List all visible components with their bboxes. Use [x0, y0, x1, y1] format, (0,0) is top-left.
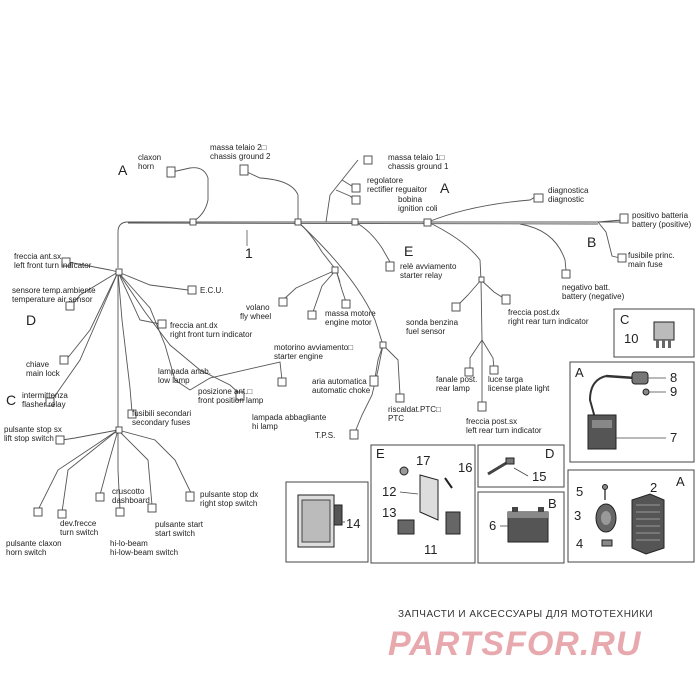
panel-a-horn-regulator: A 5 2 3 4	[567, 469, 695, 563]
harness-wires	[37, 159, 623, 513]
part-number-11: 11	[424, 542, 438, 557]
label-ptc-heater: riscaldat.PTC□PTC	[388, 405, 441, 423]
label-low-lamp: lampada anab.low lamp	[158, 367, 211, 385]
label-front-position: posizione ant.□front position lamp	[198, 387, 264, 405]
part-number-12: 12	[382, 484, 396, 499]
part-number-5: 5	[576, 484, 583, 499]
part-number-10: 10	[624, 331, 638, 346]
relay-icon	[653, 321, 675, 348]
label-battery-negative: negativo batt.battery (negative)	[562, 283, 625, 301]
label-main-fuse: fusibile princ.main fuse	[628, 251, 675, 269]
panel-a-ignition-coil: A 8 9 7	[569, 361, 695, 463]
zone-letter-d: D	[26, 312, 36, 328]
panel-ecu-box: 14	[285, 481, 369, 563]
part-number-7: 7	[670, 430, 677, 445]
label-rear-lamp: fanale post.rear lamp	[436, 375, 477, 393]
bracket-icon	[397, 466, 461, 535]
part-number-17: 17	[416, 453, 430, 468]
ecu-icon	[297, 494, 345, 548]
panel-d-letter: D	[545, 446, 554, 461]
panel-e-relay-bracket: E 17 16 12 13 11	[370, 444, 476, 564]
panel-d-sensor: D 15	[477, 444, 565, 488]
panel-e-letter: E	[376, 446, 385, 461]
zone-letter-e: E	[404, 243, 413, 259]
zone-letter-c: C	[6, 392, 16, 408]
horn-regulator-icon	[595, 484, 665, 555]
label-ecu: E.C.U.	[200, 286, 224, 295]
label-chassis-ground-1: massa telaio 1□chassis ground 1	[388, 153, 449, 171]
battery-icon	[500, 507, 549, 543]
part-number-2: 2	[650, 480, 657, 495]
part-number-15: 15	[532, 469, 546, 484]
label-starter-engine: motorino avviamento□starter engine	[274, 343, 353, 361]
watermark-logo: PARTSFOR.RU	[388, 625, 642, 663]
panel-a-letter: A	[575, 365, 584, 380]
label-chassis-ground-2: massa telaio 2□chassis ground 2	[210, 143, 271, 161]
part-number-3: 3	[574, 508, 581, 523]
part-number-9: 9	[670, 384, 677, 399]
panel-c-relay: C 10	[613, 308, 695, 358]
part-number-14: 14	[346, 516, 360, 531]
panel-b-letter: B	[548, 496, 557, 511]
part-number-16: 16	[458, 460, 472, 475]
temp-sensor-icon	[487, 457, 529, 477]
panel-c-letter: C	[620, 312, 629, 327]
panel-a2-letter: A	[676, 474, 685, 489]
zone-letter-a1: A	[118, 162, 128, 178]
part-number-13: 13	[382, 505, 396, 520]
label-tps: T.P.S.	[315, 431, 335, 440]
zone-letter-a2: A	[440, 180, 450, 196]
zone-letter-b: B	[587, 234, 596, 250]
connectors	[33, 155, 629, 519]
ignition-coil-icon	[587, 371, 666, 450]
part-number-8: 8	[670, 370, 677, 385]
part-number-4: 4	[576, 536, 583, 551]
watermark: ЗАПЧАСТИ И АКСЕССУАРЫ ДЛЯ МОТОТЕХНИКИ PA…	[388, 609, 653, 663]
harness-number: 1	[245, 245, 253, 261]
panel-b-battery: B 6	[477, 491, 565, 564]
watermark-tagline: ЗАПЧАСТИ И АКСЕССУАРЫ ДЛЯ МОТОТЕХНИКИ	[398, 609, 653, 620]
part-number-6: 6	[489, 518, 496, 533]
